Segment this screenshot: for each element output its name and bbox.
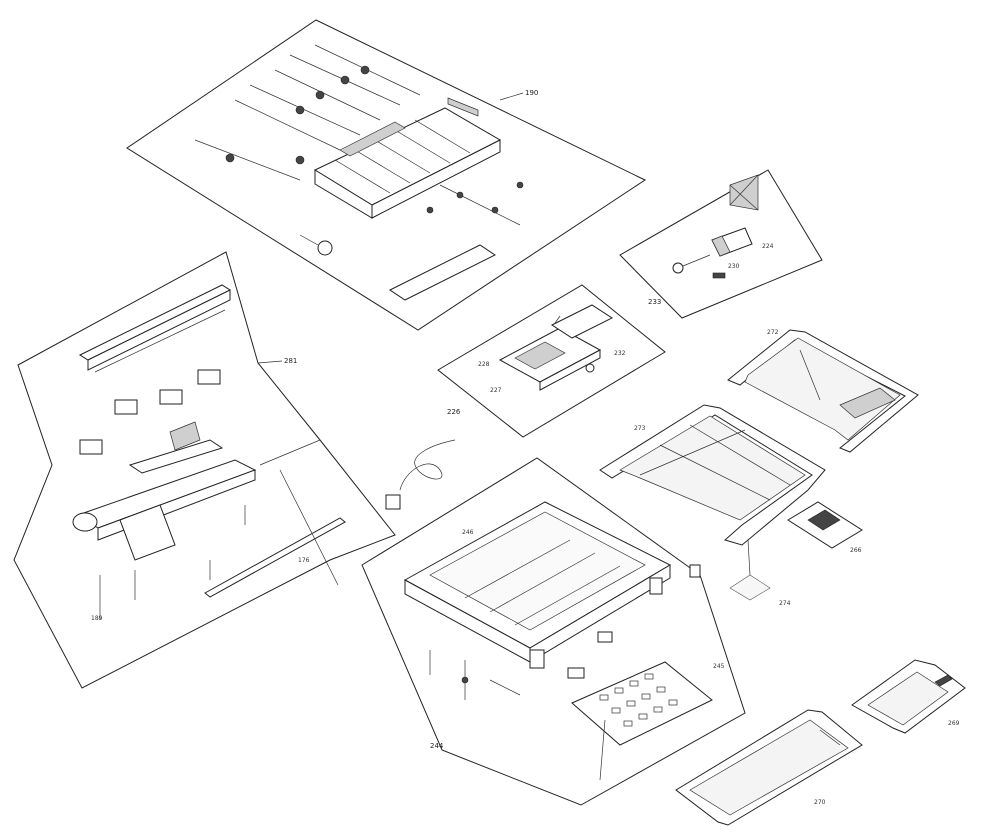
part-269-small-tray <box>851 659 966 734</box>
part-274-label <box>729 539 771 601</box>
group-190-slide-assembly <box>126 19 647 331</box>
callout-246: 246 <box>462 529 474 536</box>
callout-227: 227 <box>490 387 502 394</box>
callout-230: 230 <box>728 263 740 270</box>
callout-266: 266 <box>850 547 862 554</box>
group-226-tray-assembly <box>437 284 666 438</box>
callout-273: 273 <box>634 425 646 432</box>
part-270-long-tray <box>675 709 863 826</box>
group-244-base-assembly <box>361 439 746 806</box>
callout-272: 272 <box>767 329 779 336</box>
callout-233: 233 <box>648 298 661 306</box>
callout-224: 224 <box>762 243 774 250</box>
part-272-top-frame <box>727 329 919 453</box>
callout-245: 245 <box>713 663 725 670</box>
callout-270: 270 <box>814 799 826 806</box>
callout-176: 176 <box>298 557 310 564</box>
callout-226: 226 <box>447 408 461 416</box>
part-266-plate <box>787 501 863 549</box>
callout-281: 281 <box>284 357 297 365</box>
group-233-handle-assembly <box>619 169 823 319</box>
callout-190: 190 <box>525 89 538 97</box>
callout-189: 189 <box>91 615 103 622</box>
callout-269: 269 <box>948 720 960 727</box>
callout-228: 228 <box>478 361 490 368</box>
callout-244: 244 <box>430 742 444 750</box>
callout-274: 274 <box>779 600 791 607</box>
group-281-frame-assembly <box>13 251 396 689</box>
callout-232: 232 <box>614 350 626 357</box>
part-273-middle-frame <box>599 404 826 546</box>
